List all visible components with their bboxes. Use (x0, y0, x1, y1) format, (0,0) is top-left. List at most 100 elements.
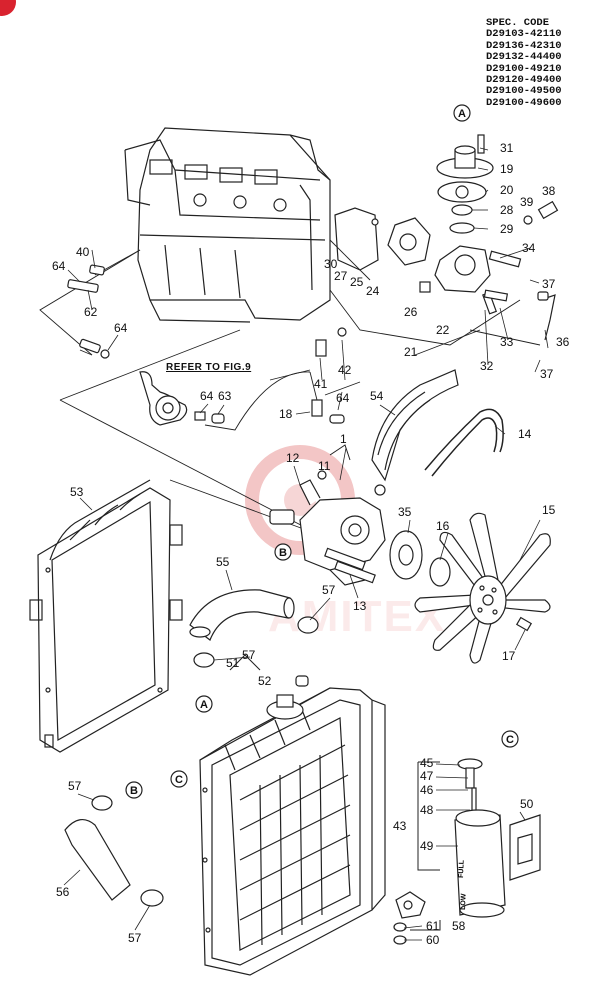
watermark-text: AMITEX (268, 592, 447, 641)
callout-32: 32 (480, 359, 494, 373)
connector-b-label: B (279, 547, 287, 559)
connector-b-marker: B (274, 543, 292, 561)
callout-35: 35 (398, 505, 412, 519)
connector-a-label: A (458, 108, 466, 120)
connector-b-marker: B (125, 781, 143, 799)
callout-24: 24 (366, 284, 380, 298)
callout-38: 38 (542, 184, 556, 198)
callout-11: 11 (318, 459, 331, 473)
callout-63: 63 (218, 389, 232, 403)
connector-c-marker: C (170, 770, 188, 788)
spec-code-line: D29120-49400 (486, 74, 562, 87)
callout-19: 19 (500, 162, 514, 176)
callout-57: 57 (68, 779, 82, 793)
callout-43: 43 (393, 819, 407, 833)
callout-36: 36 (556, 335, 570, 349)
callout-26: 26 (404, 305, 418, 319)
callout-33: 33 (500, 335, 514, 349)
coolant-reservoir (393, 758, 541, 945)
refer-to-fig-note: REFER TO FIG.9 (166, 362, 252, 373)
spec-code-line: D29100-49500 (486, 85, 562, 98)
callout-labels: 1 11 12 13 14 15 16 17 18 19 20 21 22 24… (52, 141, 570, 947)
pump-gasket (371, 369, 459, 496)
callout-leaders (63, 147, 549, 941)
reservoir-full-mark: FULL (458, 859, 466, 878)
callout-55: 55 (216, 555, 230, 569)
callout-29: 29 (500, 222, 514, 236)
callout-42: 42 (338, 363, 352, 377)
spec-code-line: D29136-42310 (486, 39, 562, 52)
callout-61: 61 (426, 919, 440, 933)
spec-code-line: D29103-42110 (486, 28, 562, 41)
callout-20: 20 (500, 183, 514, 197)
connector-c-label: C (175, 774, 183, 786)
upper-hose (189, 589, 319, 668)
callout-45: 45 (420, 756, 434, 770)
callout-22: 22 (436, 323, 450, 337)
connector-a-marker: A (195, 695, 213, 713)
callout-30: 30 (324, 257, 338, 271)
callout-39: 39 (520, 195, 534, 209)
v-belt (424, 408, 504, 477)
fan-pulley (389, 530, 451, 587)
connector-c-label: C (506, 734, 514, 746)
callout-21: 21 (404, 345, 418, 359)
callout-12: 12 (286, 451, 300, 465)
thermostat-assembly (315, 134, 559, 357)
callout-57: 57 (322, 583, 336, 597)
callout-17: 17 (502, 649, 516, 663)
spec-code-title: SPEC. CODE (486, 17, 550, 29)
bypass-hose (67, 264, 225, 426)
fan-shroud (29, 479, 183, 753)
callout-64: 64 (336, 391, 350, 405)
spec-code-line: D29100-49210 (486, 62, 562, 75)
connector-a-marker: A (453, 104, 471, 122)
callout-49: 49 (420, 839, 434, 853)
spec-code-line: D29132-44400 (486, 51, 562, 64)
callout-41: 41 (314, 377, 328, 391)
callout-28: 28 (500, 203, 514, 217)
water-pump-illustration (269, 399, 386, 586)
connector-a-label: A (200, 699, 208, 711)
leader-lines (39, 239, 541, 536)
spec-code-line: D29100-49600 (486, 96, 562, 109)
callout-1: 1 (340, 432, 347, 446)
callout-57: 57 (128, 931, 142, 945)
callout-40: 40 (76, 245, 90, 259)
callout-48: 48 (420, 803, 434, 817)
callout-64: 64 (52, 259, 66, 273)
callout-56: 56 (56, 885, 70, 899)
callout-60: 60 (426, 933, 440, 947)
lower-hose (64, 795, 164, 907)
callout-46: 46 (420, 783, 434, 797)
callout-54: 54 (370, 389, 384, 403)
spec-code-block: SPEC. CODE D29103-42110 D29136-42310 D29… (486, 17, 606, 109)
connector-c-marker: C (501, 730, 519, 748)
callout-57: 57 (242, 648, 256, 662)
callout-15: 15 (542, 503, 556, 517)
reservoir-marks: FULL LOW (458, 859, 468, 910)
callout-50: 50 (520, 797, 534, 811)
radiator-illustration (199, 675, 386, 976)
connector-markers: A A B B C C (125, 104, 519, 799)
callout-58: 58 (452, 919, 466, 933)
callout-53: 53 (70, 485, 84, 499)
callout-14: 14 (518, 427, 532, 441)
callout-18: 18 (279, 407, 293, 421)
connector-b-label: B (130, 785, 138, 797)
callout-27: 27 (334, 269, 348, 283)
group-brackets (229, 444, 441, 931)
reservoir-low-mark: LOW (460, 893, 468, 910)
callout-51: 51 (226, 656, 240, 670)
callout-13: 13 (353, 599, 367, 613)
callout-62: 62 (84, 305, 98, 319)
callout-37: 37 (540, 367, 554, 381)
callout-37: 37 (542, 277, 556, 291)
engine-block-illustration (124, 127, 331, 323)
callout-52: 52 (258, 674, 272, 688)
callout-16: 16 (436, 519, 450, 533)
cooling-fan (414, 512, 551, 664)
callout-64: 64 (200, 389, 214, 403)
callout-47: 47 (420, 769, 434, 783)
